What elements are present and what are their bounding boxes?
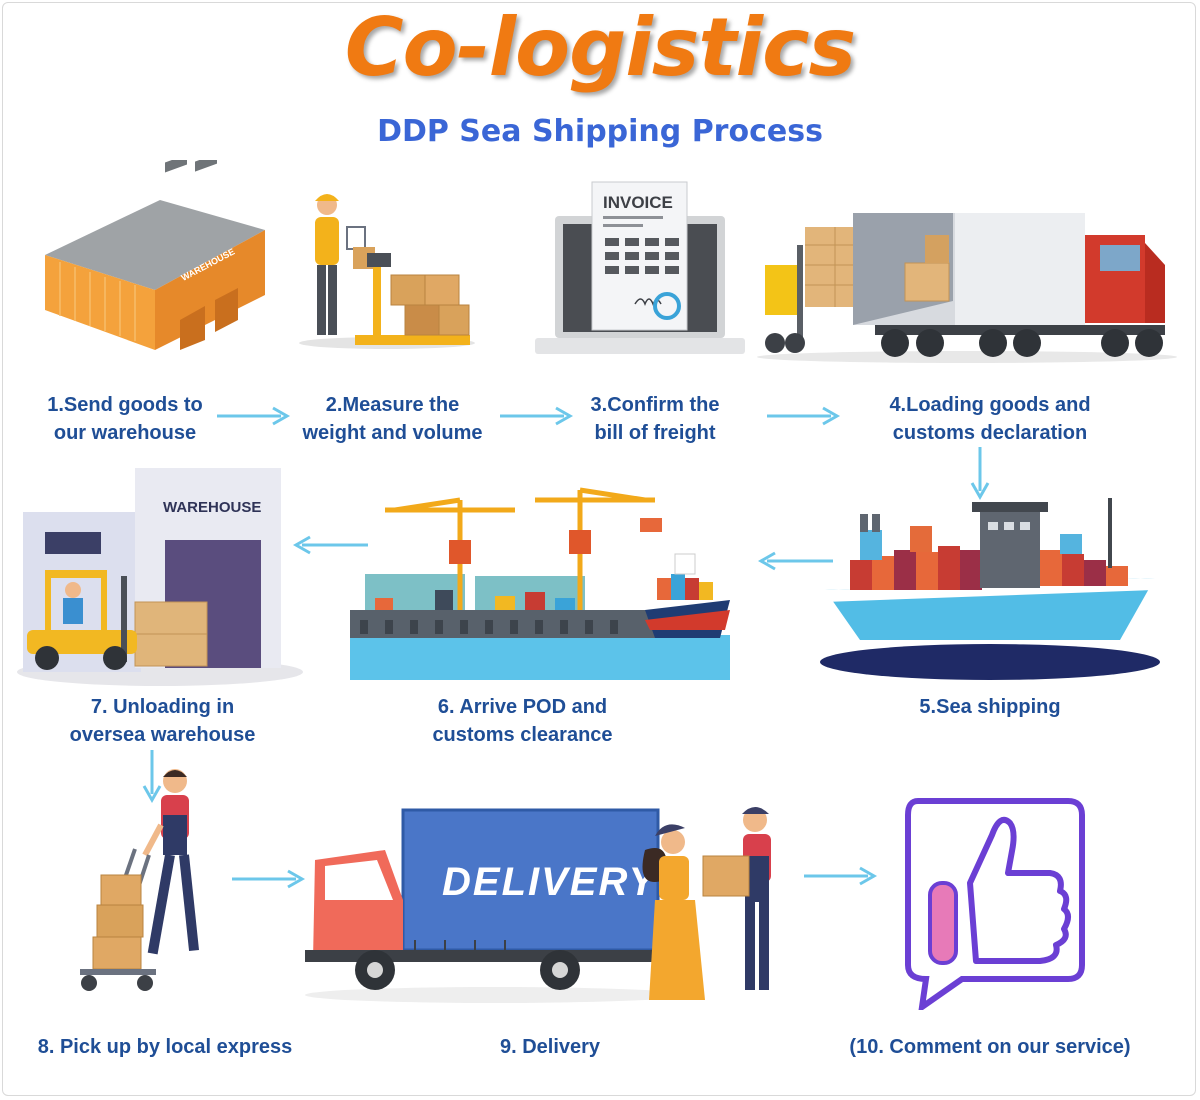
step-2-measure-illustration xyxy=(299,194,475,349)
arrow-down-4-5 xyxy=(970,447,990,500)
step-3-label: 3.Confirm the bill of freight xyxy=(590,394,720,444)
invoice-heading: INVOICE xyxy=(603,193,673,212)
step-1-label: 1.Send goods to our warehouse xyxy=(47,394,203,444)
brand-logo: Co-logistics xyxy=(344,1,856,94)
arrow-left-5-6 xyxy=(757,551,833,571)
step-5-container-ship-illustration xyxy=(820,498,1160,680)
page-title: DDP Sea Shipping Process xyxy=(377,114,823,149)
step-1-warehouse-illustration: WAREHOUSE xyxy=(45,160,265,350)
arrow-right-3-4 xyxy=(767,406,841,426)
step-10-label: (10. Comment on our service) xyxy=(849,1036,1131,1058)
step-7-label: 7. Unloading in oversea warehouse xyxy=(69,696,256,746)
step-6-port-illustration xyxy=(350,487,730,680)
step-8-courier-illustration xyxy=(80,769,200,991)
step-9-label: 9. Delivery xyxy=(499,1036,601,1058)
step-9-delivery-truck-illustration: DELIVERY xyxy=(305,807,771,1003)
arrow-right-8-9 xyxy=(232,869,306,889)
step-3-invoice-illustration: INVOICE xyxy=(535,181,745,354)
arrow-down-7-8 xyxy=(142,750,162,803)
step-5-label: 5.Sea shipping xyxy=(919,696,1061,718)
arrow-right-2-3 xyxy=(500,406,574,426)
arrow-right-9-10 xyxy=(804,866,878,886)
warehouse-big-sign: WAREHOUSE xyxy=(163,499,261,516)
step-8-label: 8. Pick up by local express xyxy=(37,1036,293,1058)
step-2-label: 2.Measure the weight and volume xyxy=(302,394,483,444)
thumbs-up-icon xyxy=(905,798,1085,1010)
truck-delivery-sign: DELIVERY xyxy=(442,860,659,904)
step-7-oversea-warehouse-illustration: WAREHOUSE xyxy=(17,468,303,686)
arrow-left-6-7 xyxy=(292,535,368,555)
arrow-right-1-2 xyxy=(217,406,291,426)
step-6-label: 6. Arrive POD and customs clearance xyxy=(432,696,613,746)
step-4-loading-truck-illustration xyxy=(757,213,1177,363)
step-4-label: 4.Loading goods and customs declaration xyxy=(889,394,1091,444)
